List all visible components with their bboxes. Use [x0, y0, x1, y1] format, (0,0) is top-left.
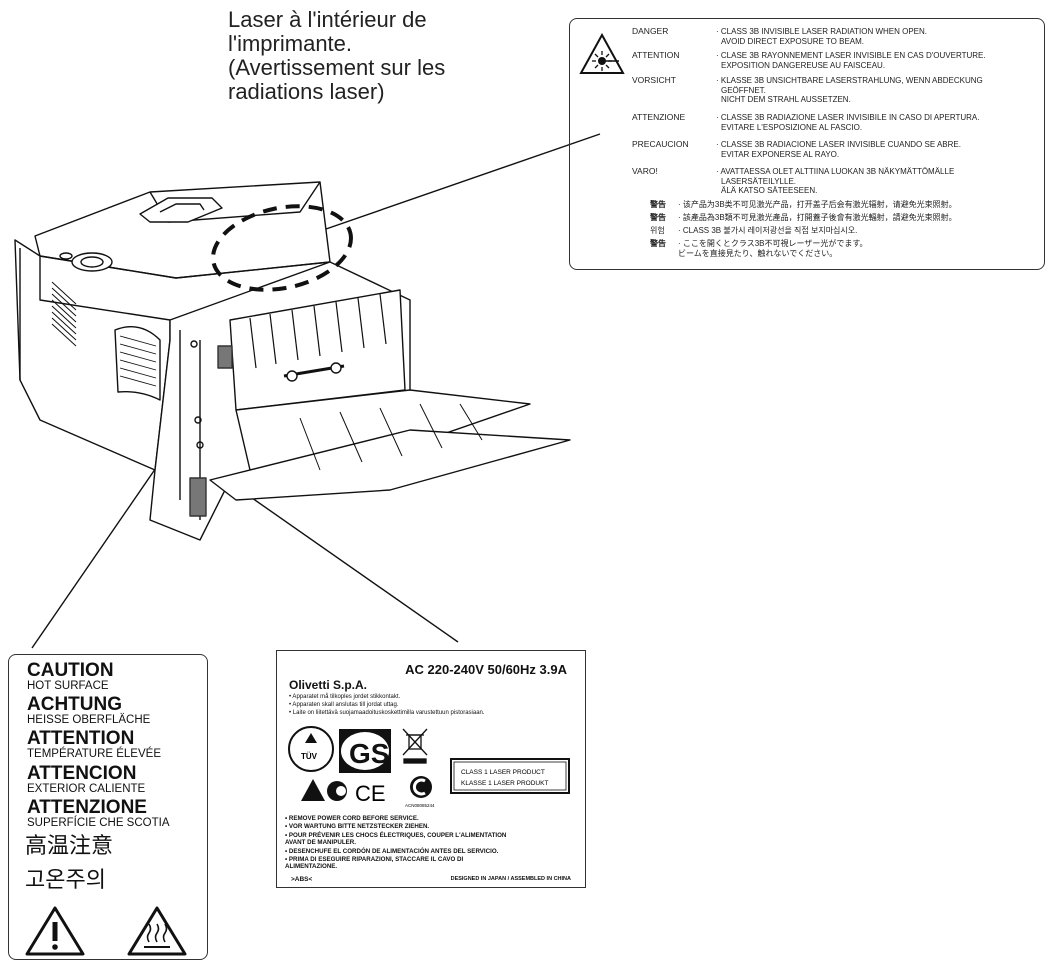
weee-bin-icon [402, 728, 428, 764]
tuv-text: TÜV [301, 752, 318, 761]
laser-row-text: AVOID DIRECT EXPOSURE TO BEAM. [721, 36, 864, 46]
laser-row-key: ATTENZIONE [632, 112, 686, 122]
caption-line: radiations laser) [228, 79, 385, 104]
note-line: • Apparatet må tilkoples jordet stikkont… [289, 694, 401, 700]
gs-text: GS [349, 738, 389, 769]
caption-line: Laser à l'intérieur de [228, 7, 427, 32]
caution-heading: ACHTUNG [27, 694, 122, 715]
leader-line-laser [299, 133, 601, 239]
hot-surface-label: CAUTION HOT SURFACE ACHTUNG HEISSE OBERF… [8, 654, 208, 960]
note-line: • Laite on liitettävä suojamaadoituskosk… [289, 710, 485, 716]
laser-row-key: VARO! [632, 166, 658, 176]
warning-line: • REMOVE POWER CORD BEFORE SERVICE. [285, 815, 419, 822]
laser-cjk-text: ビームを直接見たり、触れないでください。 [678, 249, 838, 258]
laser-row-key: ATTENTION [632, 50, 680, 60]
ce-mark: CE [355, 781, 386, 806]
caution-sub: HEISSE OBERFLÄCHE [27, 714, 151, 726]
exclamation-triangle-icon [25, 906, 85, 956]
laser-row-text: · AVATTAESSA OLET ALTTIINA LUOKAN 3B NÄK… [716, 167, 955, 176]
laser-row-key: VORSICHT [632, 75, 676, 85]
laser-row-text: · CLASE 3B RAYONNEMENT LASER INVISIBLE E… [716, 51, 986, 60]
rating-text: AC 220-240V 50/60Hz 3.9A [405, 662, 567, 677]
laser-cjk-text: · 該產品為3B類不可見激光產品，打開蓋子後會有激光輻射，請避免光束照射。 [678, 213, 957, 222]
warning-line: • VOR WARTUNG BITTE NETZSTECKER ZIEHEN. [285, 823, 430, 830]
note-line: • Apparaten skall anslutas till jordat u… [289, 702, 399, 708]
warning-line: • PRIMA DI ESEGUIRE RIPARAZIONI, STACCAR… [285, 856, 464, 863]
laser-caption: Laser à l'intérieur de l'imprimante. (Av… [228, 8, 528, 104]
abs-marking: >ABS< [291, 876, 313, 883]
laser-row-text: ÄLÄ KATSO SÄTEESEEN. [721, 186, 818, 195]
warning-line: ALIMENTAZIONE. [285, 863, 338, 870]
laser-row-key: PRECAUCION [632, 139, 689, 149]
laser-cjk-row: 警告 · 該產品為3B類不可見激光產品，打開蓋子後會有激光輻射，請避免光束照射。 [650, 213, 957, 223]
acn-code: ACN08085244 [405, 803, 435, 808]
caution-sub: SUPERFÍCIE CHE SCOTIA [27, 817, 170, 829]
c-tick-icon [410, 776, 432, 798]
laser-row-key: DANGER [632, 26, 669, 36]
rating-label: AC 220-240V 50/60Hz 3.9A Olivetti S.p.A.… [276, 650, 586, 888]
laser-cjk-row: ビームを直接見たり、触れないでください。 [650, 249, 837, 259]
caution-chinese: 高温注意 [25, 834, 114, 859]
laser-cjk-text: · CLASS 3B 불가시 레이저광선을 직접 보지마십시오. [678, 226, 858, 235]
laser-row-text: GEÖFFNET. [721, 85, 766, 95]
laser-hazard-icon [579, 33, 625, 74]
laser-cjk-row: 警告 · 该产品为3B类不可见激光产品，打开盖子后会有激光辐射，请避免光束照射。 [650, 200, 957, 210]
warning-line: AVANT DE MANIPULER. [285, 839, 356, 846]
laser-row-text: · KLASSE 3B UNSICHTBARE LASERSTRAHLUNG, … [716, 76, 983, 85]
laser-row-text: EVITARE L'ESPOSIZIONE AL FASCIO. [721, 122, 863, 132]
caution-heading: ATTENCION [27, 763, 137, 784]
laser-cjk-text: · ここを開くとクラス3B不可視レーザー光がでます。 [678, 239, 868, 248]
certification-circle-icon [327, 781, 347, 801]
caution-heading: ATTENTION [27, 728, 135, 749]
warning-line: • DESENCHUFE EL CORDÓN DE ALIMENTACIÓN A… [285, 848, 499, 855]
laser-row-text: EXPOSITION DANGEREUSE AU FAISCEAU. [721, 60, 886, 70]
laser-warning-label: DANGER · CLASS 3B INVISIBLE LASER RADIAT… [569, 18, 1045, 270]
certification-marks: TÜV GS CLASS 1 LASER PRODUCT KLASSE 1 LA… [288, 726, 570, 808]
laser-cjk-row: 警告 · ここを開くとクラス3B不可視レーザー光がでます。 [650, 239, 868, 249]
laser-cjk-key: 警告 [650, 239, 666, 248]
origin-text: DESIGNED IN JAPAN / ASSEMBLED IN CHINA [450, 876, 571, 882]
caption-line: l'imprimante. [228, 31, 353, 56]
caution-sub: EXTERIOR CALIENTE [27, 783, 146, 795]
hazard-triangle-icon [301, 779, 325, 801]
caution-heading: CAUTION [27, 660, 114, 681]
laser-row-text: NICHT DEM STRAHL AUSSETZEN. [721, 95, 851, 104]
class1-text: KLASSE 1 LASER PRODUKT [461, 780, 548, 787]
caution-heading: ATTENZIONE [27, 797, 147, 818]
laser-row-text: · CLASSE 3B RADIAZIONE LASER INVISIBILE … [716, 113, 980, 122]
warning-icons [25, 906, 187, 956]
hot-surface-triangle-icon [127, 906, 187, 956]
caution-korean: 고온주의 [25, 868, 106, 893]
class1-text: CLASS 1 LASER PRODUCT [461, 769, 545, 776]
warning-line: • POUR PRÉVENIR LES CHOCS ÉLECTRIQUES, C… [285, 832, 507, 839]
laser-row-text: EVITAR EXPONERSE AL RAYO. [721, 149, 840, 159]
caution-sub: TEMPÉRATURE ÉLEVÉE [27, 748, 161, 760]
laser-cjk-key: 위험 [650, 226, 665, 235]
laser-cjk-row: 위험 · CLASS 3B 불가시 레이저광선을 직접 보지마십시오. [650, 226, 857, 236]
class1-box [450, 758, 570, 794]
caption-line: (Avertissement sur les [228, 55, 446, 80]
company-name: Olivetti S.p.A. [289, 678, 368, 692]
laser-cjk-text: · 该产品为3B类不可见激光产品，打开盖子后会有激光辐射，请避免光束照射。 [678, 200, 957, 209]
laser-row-text: · CLASS 3B INVISIBLE LASER RADIATION WHE… [716, 27, 928, 36]
laser-cjk-key: 警告 [650, 200, 666, 209]
laser-row-text: · CLASSE 3B RADIACIONE LASER INVISIBLE C… [716, 140, 961, 149]
laser-cjk-key: 警告 [650, 213, 666, 222]
tuv-mark-icon [288, 726, 334, 772]
caution-sub: HOT SURFACE [27, 680, 109, 692]
laser-row-text: LASERSÄTEILYLLE. [721, 176, 796, 186]
